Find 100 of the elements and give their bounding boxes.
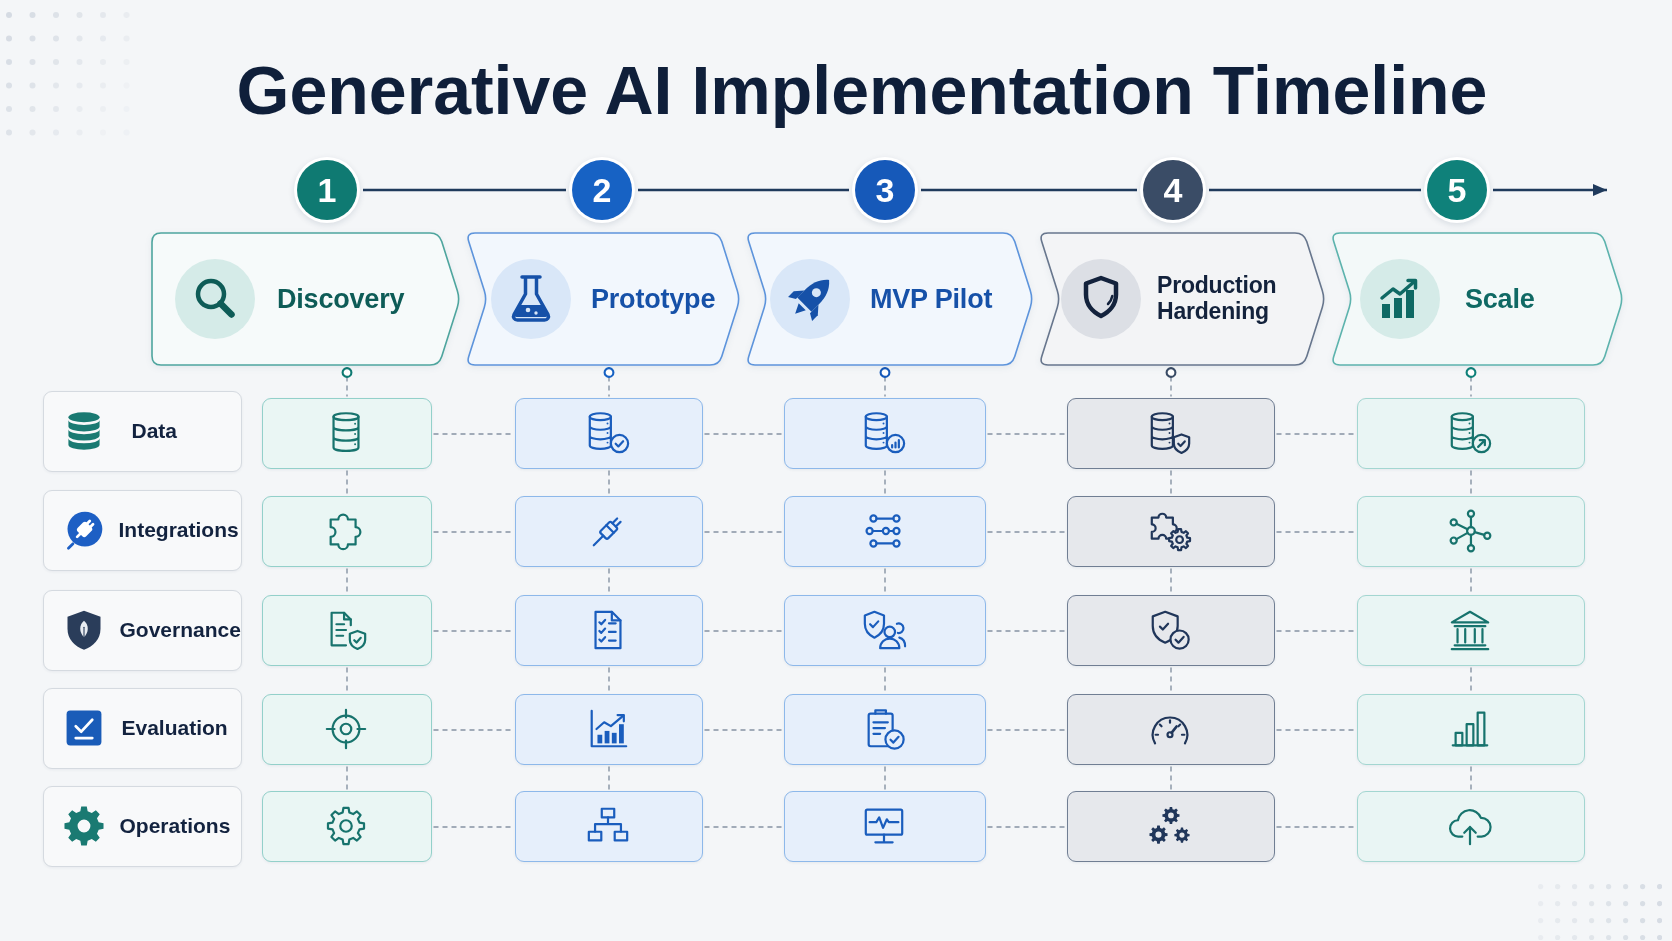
phase-card xyxy=(1330,232,1624,366)
phase-card xyxy=(745,232,1034,366)
phase-title: MVP Pilot xyxy=(870,283,993,315)
dashed-connector xyxy=(608,666,610,694)
row-label: Data xyxy=(131,419,178,444)
step-number: 3 xyxy=(875,173,895,207)
icon-card xyxy=(262,595,432,666)
row-label-card xyxy=(43,786,242,867)
pin-connector xyxy=(1465,366,1477,398)
dashed-connector xyxy=(346,765,348,791)
icon-card xyxy=(1067,496,1275,567)
step-circle xyxy=(1143,160,1203,220)
dashed-connector xyxy=(884,567,886,595)
dashed-connector xyxy=(1275,729,1357,731)
icon-card xyxy=(784,595,986,666)
icon-card xyxy=(1067,398,1275,469)
dashed-connector xyxy=(1470,469,1472,496)
dashed-connector xyxy=(986,729,1067,731)
icon-card xyxy=(784,791,986,862)
phase-card xyxy=(465,232,741,366)
icon-card xyxy=(1357,595,1585,666)
dashed-connector xyxy=(986,433,1067,435)
row-label-card xyxy=(43,590,242,671)
icon-card xyxy=(784,496,986,567)
phase-title: Production Hardening xyxy=(1157,273,1278,325)
phase-card xyxy=(1038,232,1326,366)
dashed-connector xyxy=(1470,765,1472,791)
row-label: Operations xyxy=(119,814,231,839)
row-label-card xyxy=(43,490,242,571)
dashed-connector xyxy=(703,531,784,533)
dashed-connector xyxy=(703,433,784,435)
icon-card xyxy=(262,694,432,765)
pin-connector xyxy=(341,366,353,398)
row-label: Integrations xyxy=(118,518,239,543)
row-label-card xyxy=(43,391,242,472)
phase-title: Discovery xyxy=(277,283,405,315)
icon-card xyxy=(1357,398,1585,469)
row-label: Governance xyxy=(119,618,241,643)
phase-title: Scale xyxy=(1465,283,1535,315)
icon-card xyxy=(1067,791,1275,862)
dashed-connector xyxy=(1470,666,1472,694)
phase-card xyxy=(151,232,461,366)
icon-card xyxy=(515,791,703,862)
dashed-connector xyxy=(346,567,348,595)
icon-card xyxy=(262,398,432,469)
dashed-connector xyxy=(1275,433,1357,435)
dashed-connector xyxy=(1470,567,1472,595)
icon-card xyxy=(262,791,432,862)
dashed-connector xyxy=(986,826,1067,828)
connector-line xyxy=(1209,188,1421,192)
dashed-connector xyxy=(703,729,784,731)
icon-card xyxy=(262,496,432,567)
dashed-connector xyxy=(608,469,610,496)
dashed-connector xyxy=(1275,531,1357,533)
connector-line xyxy=(363,188,566,192)
dashed-connector xyxy=(346,666,348,694)
icon-card xyxy=(784,694,986,765)
icon-card xyxy=(515,595,703,666)
dashed-connector xyxy=(1170,469,1172,496)
step-number: 1 xyxy=(317,173,337,207)
icon-card xyxy=(1067,595,1275,666)
dashed-connector xyxy=(1275,630,1357,632)
pin-connector xyxy=(879,366,891,398)
dashed-connector xyxy=(884,666,886,694)
icon-card xyxy=(1357,694,1585,765)
step-circle xyxy=(1427,160,1487,220)
dashed-connector xyxy=(1170,765,1172,791)
row-label: Evaluation xyxy=(121,716,228,741)
dashed-connector xyxy=(703,826,784,828)
step-circle xyxy=(855,160,915,220)
icon-card xyxy=(1357,496,1585,567)
icon-card xyxy=(1357,791,1585,862)
row-label-card xyxy=(43,688,242,769)
step-number: 2 xyxy=(592,173,612,207)
title: Generative AI Implementation Timeline xyxy=(236,51,1488,130)
arrow xyxy=(1493,184,1607,196)
dashed-connector xyxy=(608,765,610,791)
icon-card xyxy=(515,398,703,469)
dashed-connector xyxy=(346,469,348,496)
dashed-connector xyxy=(1170,666,1172,694)
step-circle xyxy=(572,160,632,220)
icon-card xyxy=(1067,694,1275,765)
icon-card xyxy=(515,694,703,765)
pin-connector xyxy=(1165,366,1177,398)
dashed-connector xyxy=(884,469,886,496)
icon-card xyxy=(784,398,986,469)
connector-line xyxy=(921,188,1137,192)
dashed-connector xyxy=(986,630,1067,632)
dashed-connector xyxy=(884,765,886,791)
dashed-connector xyxy=(608,567,610,595)
pin-connector xyxy=(603,366,615,398)
dashed-connector xyxy=(1170,567,1172,595)
dashed-connector xyxy=(703,630,784,632)
step-number: 4 xyxy=(1163,173,1183,207)
connector-line xyxy=(638,188,849,192)
dashed-connector xyxy=(1275,826,1357,828)
dashed-connector xyxy=(986,531,1067,533)
phase-title: Prototype xyxy=(591,283,716,315)
step-number: 5 xyxy=(1447,173,1467,207)
step-circle xyxy=(297,160,357,220)
